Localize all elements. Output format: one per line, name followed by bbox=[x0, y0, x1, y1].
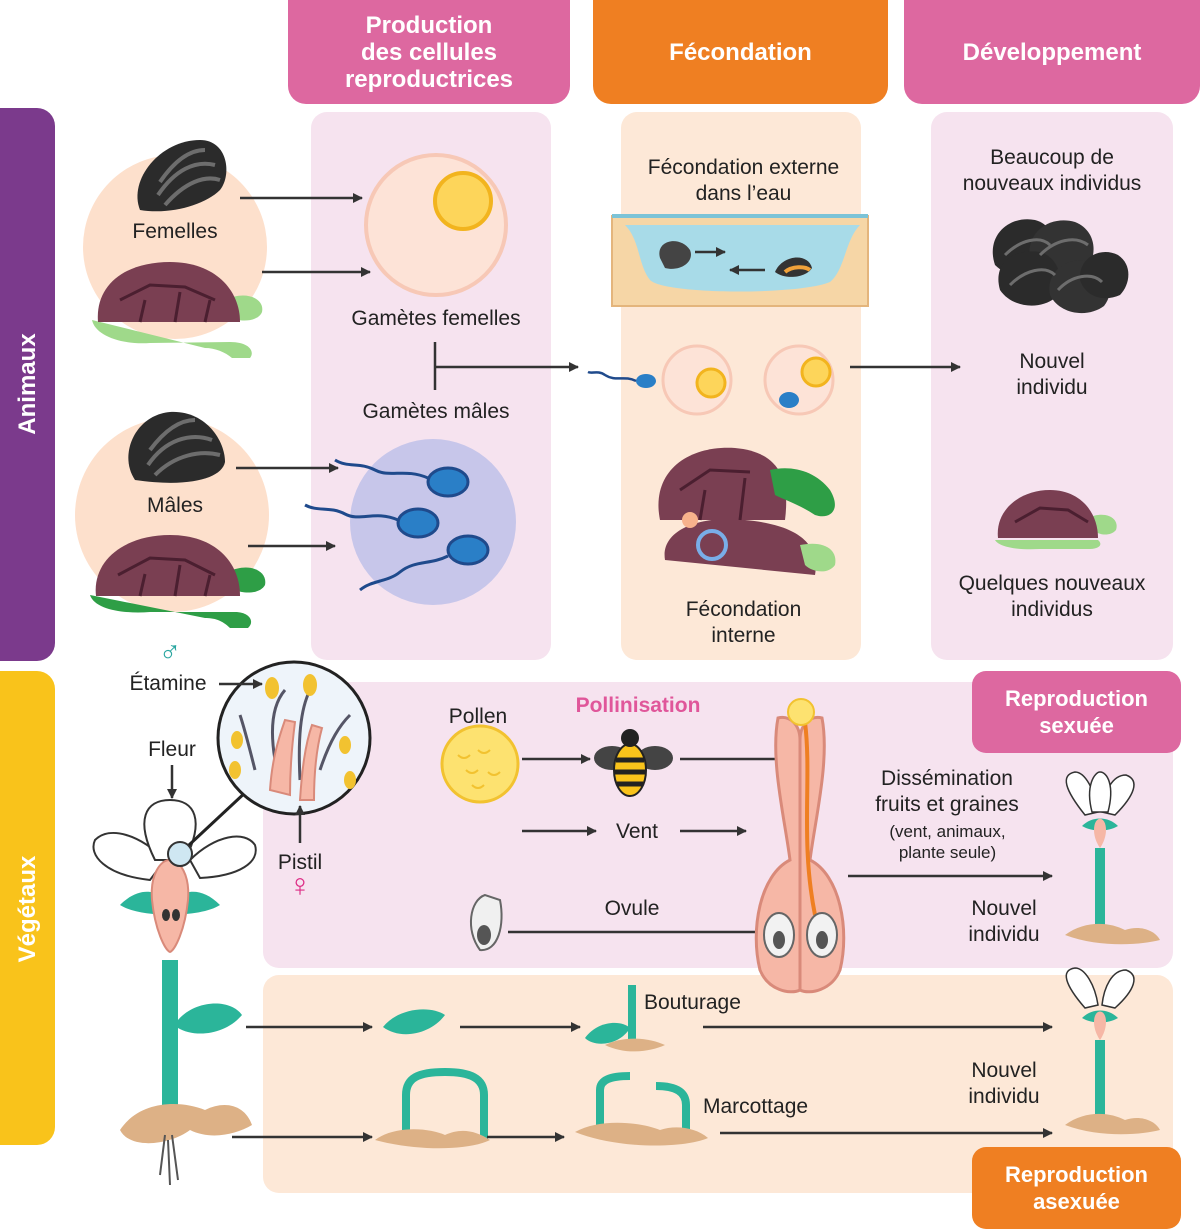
cutting-icon bbox=[585, 985, 665, 1052]
label-pollen: Pollen bbox=[448, 705, 508, 728]
sidebar-vegetaux bbox=[0, 671, 55, 1145]
sidebar-animaux bbox=[0, 108, 55, 661]
label-nouvel-individu-asexue: Nouvel individu bbox=[968, 1059, 1040, 1108]
label-gametes-males: Gamètes mâles bbox=[362, 400, 510, 423]
tortoise-icon bbox=[92, 262, 263, 358]
mussels-group-icon bbox=[992, 219, 1129, 314]
new-plant-icon bbox=[1065, 967, 1160, 1135]
mating-tortoises-icon bbox=[658, 447, 836, 575]
tortoise-icon bbox=[90, 535, 266, 628]
flower-icon bbox=[92, 798, 257, 1186]
label-fleur: Fleur bbox=[148, 738, 196, 761]
mussel-icon bbox=[137, 140, 227, 212]
bee-icon bbox=[594, 729, 673, 797]
layering-icon bbox=[575, 1072, 708, 1146]
female-symbol: ♀ bbox=[288, 867, 312, 903]
label-pollinisation: Pollinisation bbox=[575, 694, 701, 717]
fertilisation-egg-icon bbox=[587, 344, 835, 416]
tortoise-icon bbox=[995, 490, 1117, 550]
label-beaucoup: Beaucoup de nouveaux individus bbox=[962, 146, 1142, 195]
label-vent: Vent bbox=[615, 820, 659, 843]
header-developpement: Développement bbox=[904, 0, 1200, 104]
label-bouturage: Bouturage bbox=[644, 991, 741, 1014]
sperm-icon bbox=[304, 458, 490, 592]
egg-cell-icon bbox=[364, 153, 508, 297]
leaf-icon bbox=[383, 1009, 445, 1035]
layering-icon bbox=[375, 1067, 490, 1149]
label-fecondation-externe: Fécondation externe dans l’eau bbox=[647, 156, 840, 205]
pollen-icon bbox=[440, 724, 520, 804]
new-plant-icon bbox=[1065, 771, 1160, 945]
label-ovule: Ovule bbox=[604, 897, 660, 920]
mussel-icon bbox=[128, 411, 225, 483]
label-fecondation-interne: Fécondation interne bbox=[685, 598, 802, 647]
label-gametes-femelles: Gamètes femelles bbox=[351, 307, 521, 330]
label-marcottage: Marcottage bbox=[703, 1095, 809, 1118]
label-quelques: Quelques nouveaux individus bbox=[958, 572, 1146, 621]
label-dissemination-detail: (vent, animaux, plante seule) bbox=[889, 822, 1006, 862]
header-fecondation: Fécondation bbox=[593, 0, 888, 104]
label-nouvel-individu-animal: Nouvel individu bbox=[1016, 350, 1088, 399]
ovule-icon bbox=[469, 893, 503, 952]
tag-reproduction-sexuee: Reproduction sexuée bbox=[972, 671, 1181, 753]
label-males: Mâles bbox=[146, 494, 204, 517]
label-nouvel-individu-sexue: Nouvel individu bbox=[968, 897, 1040, 946]
tag-reproduction-asexuee: Reproduction asexuée bbox=[972, 1147, 1181, 1229]
label-dissemination: Dissémination fruits et graines bbox=[875, 767, 1019, 816]
label-etamine: Étamine bbox=[129, 672, 207, 695]
label-pistil: Pistil bbox=[277, 851, 323, 874]
label-femelles: Femelles bbox=[132, 220, 218, 243]
pistil-section-icon bbox=[754, 698, 846, 994]
stamen-zoom-icon bbox=[216, 660, 372, 816]
water-scene-icon bbox=[611, 214, 869, 307]
header-production: Production des cellules reproductrices bbox=[288, 0, 570, 104]
male-symbol: ♂ bbox=[158, 636, 182, 669]
panel-developpement bbox=[931, 112, 1173, 660]
